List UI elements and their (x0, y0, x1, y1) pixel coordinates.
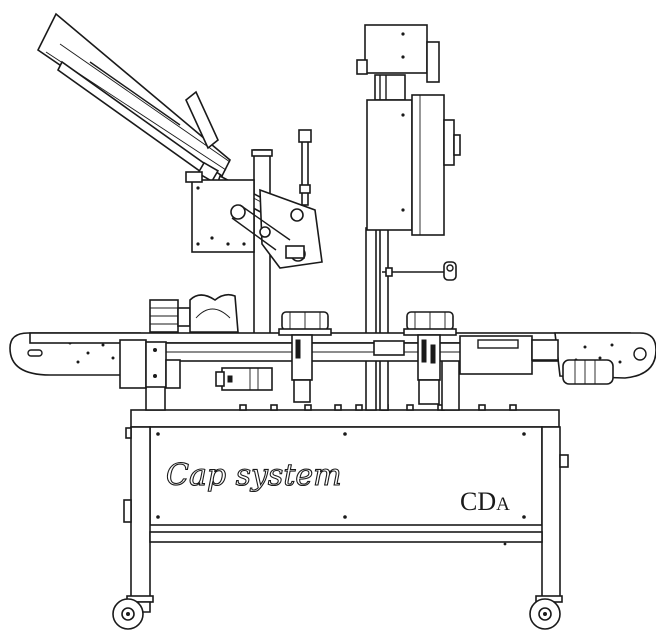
caster-left (112, 595, 154, 630)
right-column (365, 227, 377, 411)
base-frame (123, 404, 569, 598)
panel-label: Cap system (166, 458, 342, 493)
left-leg (130, 426, 151, 598)
tower (356, 24, 461, 236)
brand-logo: CDA (460, 487, 510, 516)
control-box (459, 335, 533, 375)
table-top (130, 409, 560, 428)
left-bracket (125, 427, 132, 439)
left-side-plate (123, 499, 132, 523)
tower-top-box (364, 24, 428, 74)
capping-head-left (278, 311, 332, 403)
sensor-arm (382, 261, 457, 281)
chute-guide (185, 90, 219, 150)
front-panel (149, 426, 543, 526)
tower-main-box (366, 99, 413, 231)
left-guide-box (119, 339, 147, 389)
tower-side-box (411, 94, 445, 236)
right-motor (562, 359, 614, 385)
logo-main: CD (460, 487, 496, 516)
logo-suffix: A (496, 494, 510, 515)
transfer-plate (191, 179, 255, 253)
conveyor (9, 332, 656, 391)
lower-crossbar (149, 531, 543, 543)
right-leg (541, 426, 561, 598)
gearbox (189, 293, 239, 333)
center-clamp (373, 340, 405, 356)
side-button (559, 454, 569, 468)
capping-head-right (403, 311, 457, 405)
air-cylinder (301, 139, 309, 206)
right-column-2 (379, 227, 389, 411)
caster-right (529, 595, 563, 630)
drive-motor (149, 293, 239, 333)
transfer-unit (185, 129, 323, 269)
